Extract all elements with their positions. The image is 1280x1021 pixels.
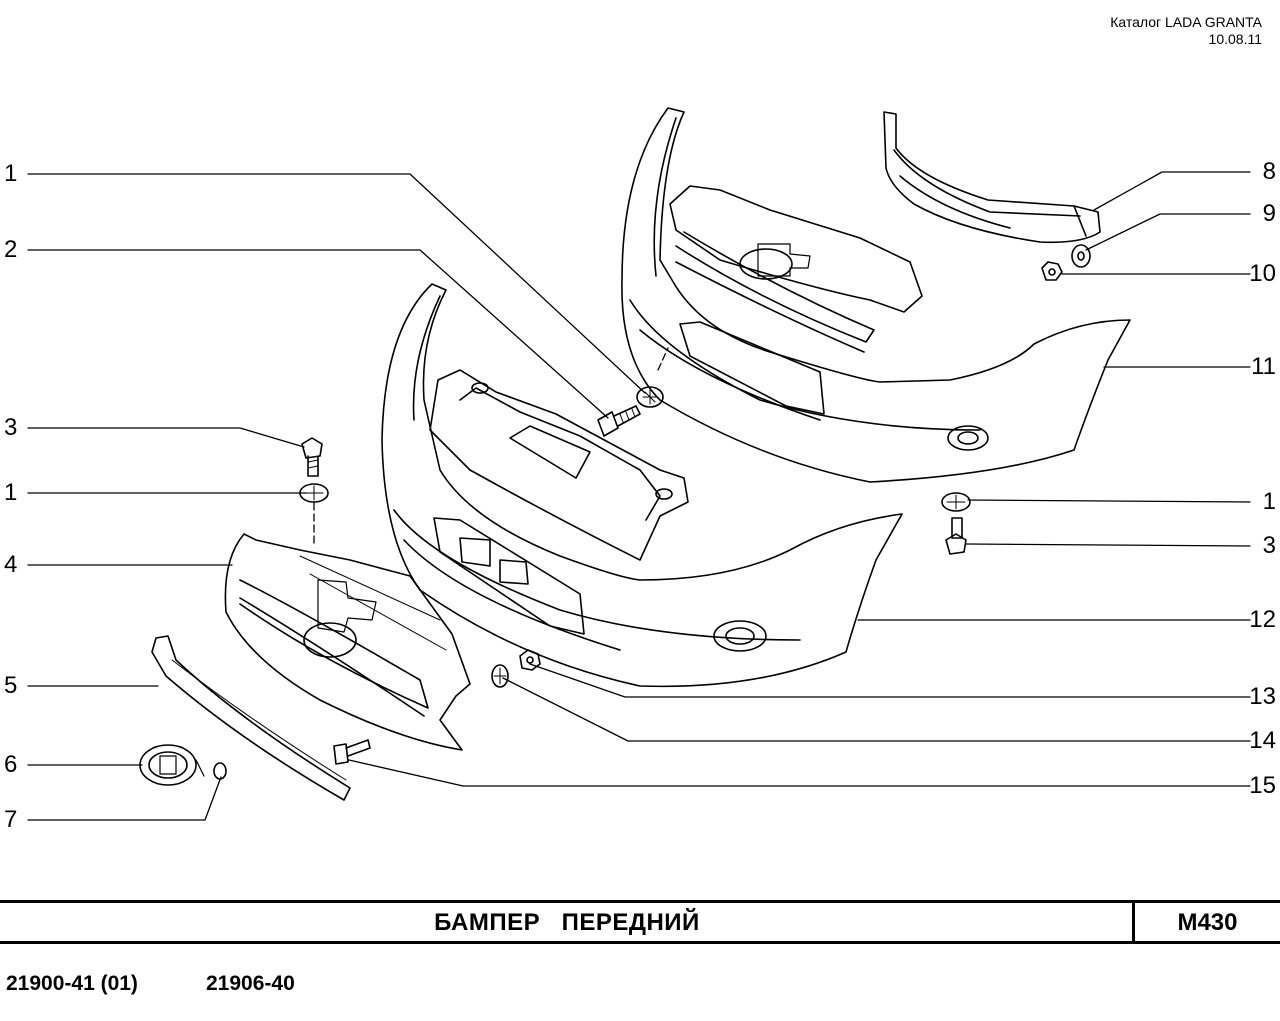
nut-part-13 xyxy=(519,649,541,671)
washer-part-14 xyxy=(491,664,509,688)
stud-part-15 xyxy=(333,739,371,765)
emblem-part-6 xyxy=(139,744,205,786)
callout-7: 7 xyxy=(4,806,18,833)
model-code-1: 21900-41 (01) xyxy=(6,972,138,995)
bolt-part-2 xyxy=(597,405,641,437)
grille-part-4 xyxy=(224,533,471,751)
bolt-part-3-left xyxy=(301,437,323,477)
catalog-date: 10.08.11 xyxy=(1208,31,1262,47)
callout-15: 15 xyxy=(1249,772,1276,799)
bumper-skin-part-12 xyxy=(381,283,903,688)
callout-1-left: 1 xyxy=(4,479,18,506)
callout-1-right: 1 xyxy=(1262,488,1276,515)
callout-12: 12 xyxy=(1249,606,1276,633)
callout-5: 5 xyxy=(4,672,18,699)
drawing-code: M430 xyxy=(1177,909,1238,936)
washer-part-9 xyxy=(1071,244,1091,268)
title-divider xyxy=(1132,903,1135,941)
bolt-part-3-right xyxy=(945,517,967,555)
callout-1-upper: 1 xyxy=(4,160,18,187)
callout-3-right: 3 xyxy=(1262,532,1276,559)
catalog-name: Каталог LADA GRANTA xyxy=(1110,14,1262,30)
leader-lines xyxy=(27,171,1251,821)
callout-9: 9 xyxy=(1262,200,1276,227)
clip-part-7 xyxy=(213,762,227,780)
washer-part-1-right xyxy=(941,492,971,512)
title-block: БАМПЕР ПЕРЕДНИЙ M430 xyxy=(0,900,1280,944)
model-code-2: 21906-40 xyxy=(206,972,295,995)
catalog-header: Каталог LADA GRANTA 10.08.11 xyxy=(1110,14,1262,48)
washer-part-1-left xyxy=(299,483,329,503)
callout-13: 13 xyxy=(1249,683,1276,710)
callout-11: 11 xyxy=(1251,353,1276,380)
washer-part-1-upper xyxy=(636,386,664,408)
bracket-part-8 xyxy=(883,111,1101,244)
nut-part-10 xyxy=(1041,261,1063,281)
drawing-title: БАМПЕР ПЕРЕДНИЙ xyxy=(434,909,700,936)
callout-10: 10 xyxy=(1249,260,1276,287)
callout-6: 6 xyxy=(4,751,18,778)
callout-2: 2 xyxy=(4,236,18,263)
callout-8: 8 xyxy=(1262,158,1276,185)
parts-diagram xyxy=(27,107,1251,821)
callout-14: 14 xyxy=(1249,727,1276,754)
bumper-assembly-part-11 xyxy=(621,107,1131,483)
trim-part-5 xyxy=(151,635,351,801)
callout-4: 4 xyxy=(4,551,18,578)
callout-3-left: 3 xyxy=(4,414,18,441)
